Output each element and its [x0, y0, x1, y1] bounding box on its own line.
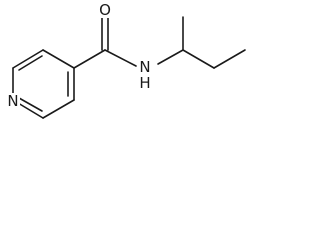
- ring-nitrogen-label: N: [7, 92, 18, 110]
- ring-nitrogen-label-bg: [6, 93, 20, 109]
- hydrogen-label-bg: [138, 74, 150, 90]
- pyridine-ring: [12, 49, 75, 119]
- bond-carbonyl-nitrogen: [104, 49, 137, 67]
- ring-double-bond-n-c5: [18, 97, 43, 112]
- oxygen-label-bg: [98, 2, 112, 18]
- atom-labels: O N H N: [6, 1, 151, 110]
- sec-butyl-chain: [157, 16, 246, 69]
- nitrogen-label-bg: [138, 58, 150, 74]
- amide-nitrogen-label: N: [139, 58, 150, 76]
- ring-double-bond-c2-c3: [18, 55, 43, 71]
- ring-bond-c5-c6: [42, 99, 75, 119]
- ring-bond-c2-c3: [12, 49, 44, 69]
- ring-bond-c1-c2: [42, 49, 75, 69]
- bond-ring-carbonyl: [73, 49, 106, 69]
- bond-ch-ch2: [182, 49, 215, 69]
- bond-nitrogen-ch: [157, 49, 184, 65]
- carbonyl-oxygen-label: O: [99, 1, 111, 19]
- bond-ch2-ch3: [213, 49, 246, 69]
- amide-hydrogen-label: H: [139, 74, 150, 92]
- chemical-structure: O N H N: [6, 1, 246, 119]
- amide-group: [73, 15, 137, 69]
